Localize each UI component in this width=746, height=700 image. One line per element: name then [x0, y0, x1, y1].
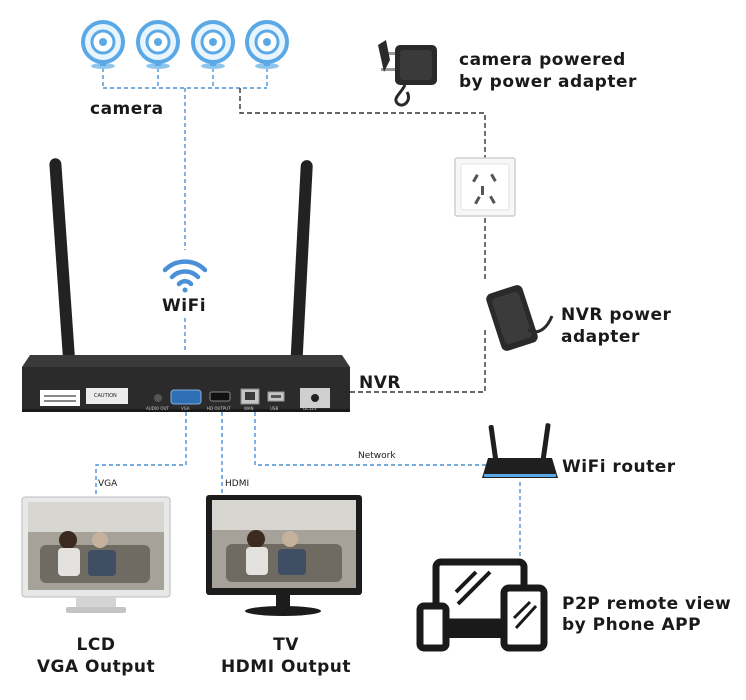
- tv-icon: [206, 495, 362, 616]
- network-link: [254, 412, 488, 466]
- nvr-caution-label: [86, 388, 128, 404]
- nvr-label: NVR: [359, 373, 401, 393]
- nvr-device: [22, 158, 350, 412]
- camera-power-line: [239, 88, 486, 160]
- lcd-label-line2: VGA Output: [36, 657, 156, 677]
- camera-icon-3: [191, 20, 235, 69]
- nvr-power-label-line2: adapter: [561, 327, 640, 347]
- remote-devices-icon: [416, 558, 548, 652]
- wireless-links: [95, 68, 521, 558]
- vga-port: [170, 389, 202, 405]
- nvr-sticker-text: CAUTION: [94, 393, 117, 399]
- camera-icon-2: [136, 20, 180, 69]
- camera-icon-1: [81, 20, 125, 69]
- camera-power-label-line2: by power adapter: [459, 72, 637, 92]
- nvr-port-label-hd: HD OUTPUT: [207, 406, 231, 411]
- p2p-label-line1: P2P remote view: [562, 594, 732, 614]
- tv-label-line1: TV: [273, 635, 299, 655]
- nvr-port-label-usb: USB: [270, 406, 279, 411]
- nvr-port-label-wan: WAN: [244, 406, 254, 411]
- p2p-label-line2: by Phone APP: [562, 615, 702, 635]
- phone-icon: [416, 602, 450, 652]
- camera-power-label-line1: camera powered: [459, 50, 626, 70]
- nvr-port-label-audio: AUDIO OUT: [146, 406, 169, 411]
- vga-link: [95, 412, 187, 495]
- nvr-power-line: [334, 330, 486, 393]
- camera-icon-4: [245, 20, 289, 69]
- nvr-power-label-line1: NVR power: [561, 305, 672, 325]
- network-label: Network: [358, 451, 396, 461]
- nvr-sticker: [40, 390, 80, 406]
- tv-label-line2: HDMI Output: [220, 657, 352, 677]
- wifi-router-label: WiFi router: [562, 457, 676, 477]
- wifi-router-icon: [482, 423, 558, 478]
- wall-outlet-icon: [454, 157, 516, 217]
- camera-power-adapter-icon: [378, 40, 437, 107]
- nvr-port-label-vga: VGA: [181, 406, 190, 411]
- nvr-antenna-left: [49, 158, 77, 388]
- power-links: [239, 88, 486, 393]
- desk-base: [447, 620, 501, 638]
- camera-label: camera: [90, 99, 164, 119]
- nvr-port-label-dc: DC12V: [303, 406, 317, 411]
- hdmi-label: HDMI: [225, 479, 250, 489]
- wifi-icon: [162, 259, 208, 293]
- lcd-label-line1: LCD: [76, 635, 116, 655]
- wifi-label: WiFi: [162, 296, 207, 316]
- nvr-antenna-right: [289, 160, 313, 390]
- hdmi-port: [209, 391, 231, 402]
- vga-label: VGA: [98, 479, 118, 489]
- lcd-monitor-icon: [21, 496, 171, 613]
- nvr-power-adapter-icon: [486, 285, 554, 351]
